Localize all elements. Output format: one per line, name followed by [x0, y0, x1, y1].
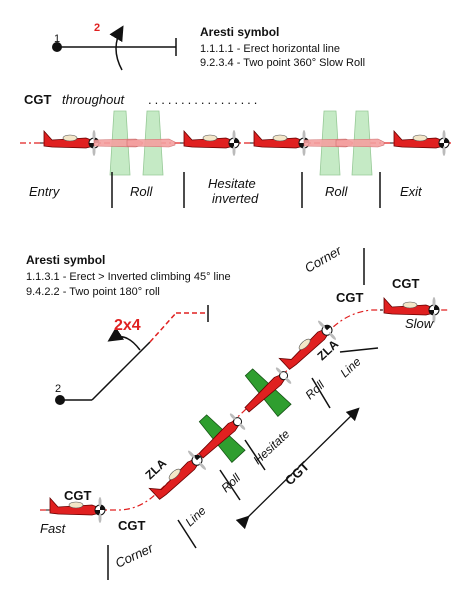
- upper-cgt-label: CGT: [24, 92, 52, 107]
- lower-cgt-bottom-left: CGT: [64, 488, 92, 503]
- lower-cgt-top-right: CGT: [392, 276, 420, 291]
- upper-plane-roll-2b: [335, 110, 385, 176]
- upper-segment-roll-1: Roll: [130, 184, 154, 199]
- upper-aresti-line-2: 9.2.3.4 - Two point 360° Slow Roll: [200, 57, 365, 69]
- upper-plane-hesitate-1: [179, 129, 241, 157]
- lower-corner-bottom: Corner: [113, 540, 156, 571]
- lower-cgt-mid: CGT: [282, 458, 312, 488]
- lower-fast: Fast: [40, 521, 67, 536]
- upper-segment-dividers: [111, 172, 381, 208]
- upper-symbol-start: 1: [54, 33, 60, 45]
- upper-symbol-roll-points: 2: [94, 22, 100, 34]
- lower-line-top: Line: [337, 354, 363, 380]
- upper-aresti-title: Aresti symbol: [200, 25, 279, 39]
- lower-line-bottom: Line: [182, 503, 208, 529]
- upper-segment-hesitate: Hesitate: [208, 176, 256, 191]
- lower-aresti-symbol: [55, 305, 209, 405]
- lower-symbol-start: 2: [55, 383, 61, 395]
- lower-flight-path: [40, 309, 450, 511]
- upper-dotted-leader: .................: [148, 92, 260, 107]
- lower-cgt-bottom-under: CGT: [118, 518, 146, 533]
- upper-plane-roll-1b: [126, 110, 176, 176]
- upper-plane-entry: [39, 129, 101, 157]
- upper-aresti-symbol: [52, 25, 177, 71]
- lower-aresti-title: Aresti symbol: [26, 253, 105, 267]
- lower-cgt-top-left: CGT: [336, 290, 364, 305]
- lower-corner-top: Corner: [302, 242, 344, 275]
- upper-segment-entry: Entry: [29, 184, 61, 199]
- upper-plane-hesitate-2: [249, 129, 311, 157]
- upper-segment-inverted: inverted: [212, 191, 259, 206]
- lower-slow: Slow: [405, 316, 435, 331]
- lower-cgt-dimension-arrow: [235, 407, 360, 530]
- lower-plane-zla-bottom: [148, 446, 211, 508]
- lower-symbol-roll-notation: 2x4: [114, 317, 141, 334]
- lower-aresti-line-1: 1.1.3.1 - Erect > Inverted climbing 45° …: [26, 271, 231, 283]
- upper-segment-roll-2: Roll: [325, 184, 349, 199]
- lower-aresti-line-2: 9.4.2.2 - Two point 180° roll: [26, 286, 160, 298]
- lower-hesitate: Hesitate: [250, 427, 292, 467]
- upper-cgt-note: throughout: [62, 92, 126, 107]
- lower-zla-bottom: ZLA: [142, 456, 169, 482]
- upper-segment-exit: Exit: [400, 184, 423, 199]
- upper-aresti-line-1: 1.1.1.1 - Erect horizontal line: [200, 43, 340, 55]
- upper-plane-exit: [389, 129, 451, 157]
